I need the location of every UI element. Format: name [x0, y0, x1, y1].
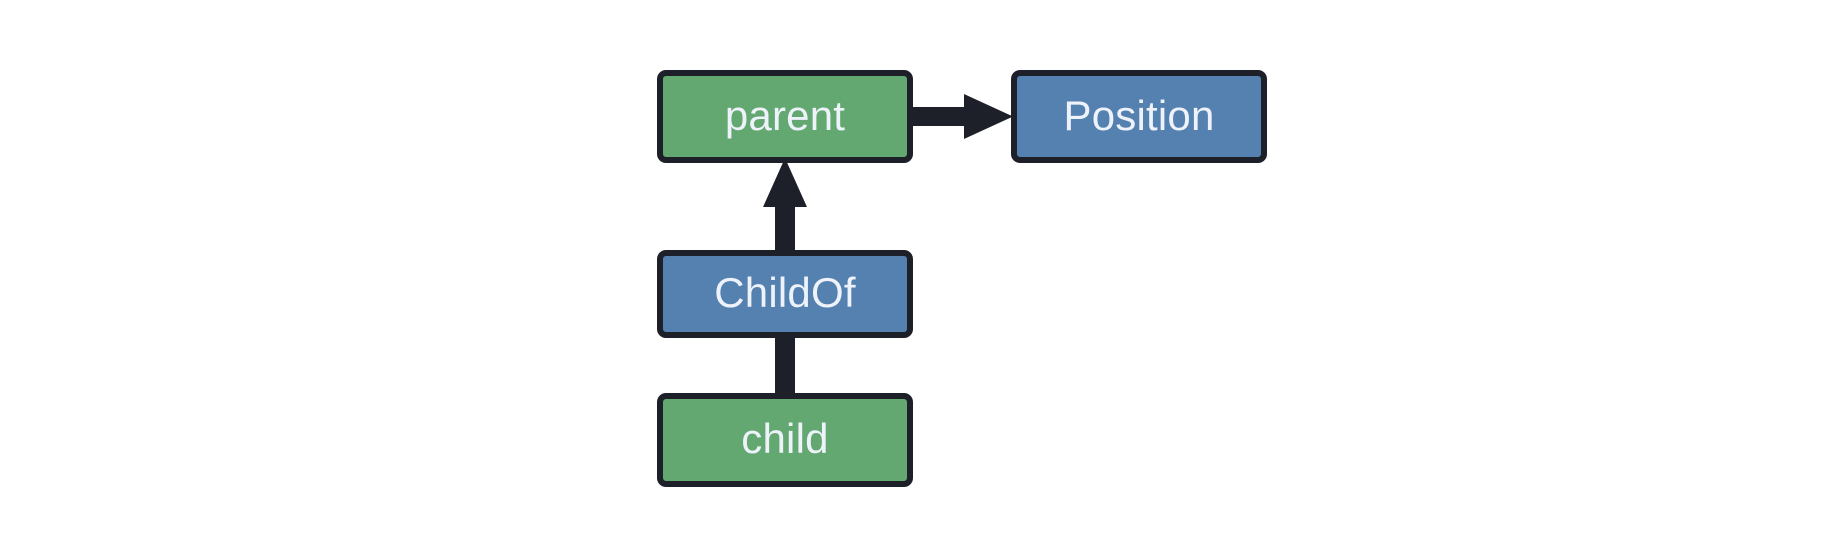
- node-childof[interactable]: ChildOf: [657, 250, 913, 338]
- node-position-label: Position: [1063, 91, 1215, 139]
- node-child-label: child: [741, 415, 829, 462]
- node-position[interactable]: Position: [1011, 70, 1267, 163]
- edge-child-to-childof: [775, 336, 795, 396]
- node-parent[interactable]: parent: [657, 70, 913, 163]
- node-childof-label: ChildOf: [714, 269, 856, 316]
- edge-parent-to-position: [910, 94, 1013, 139]
- node-child[interactable]: child: [657, 393, 913, 487]
- edge-childof-to-parent: [763, 158, 807, 253]
- node-parent-label: parent: [724, 91, 846, 139]
